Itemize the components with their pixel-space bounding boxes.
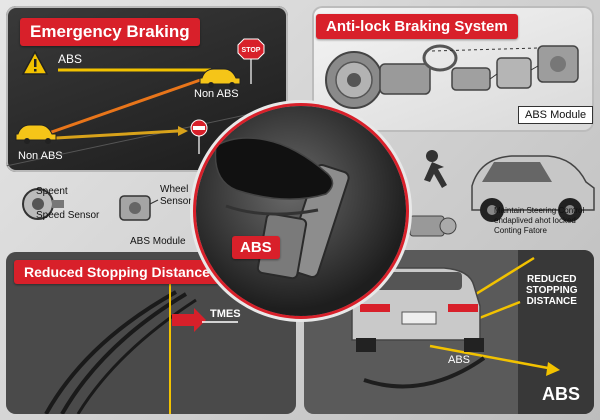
warning-icon xyxy=(21,50,49,75)
non-abs-bottom-arrow xyxy=(55,129,179,140)
person-icon xyxy=(424,150,447,188)
yellow-arrow xyxy=(429,344,549,370)
no-entry-sign-icon xyxy=(190,119,208,154)
abs-module-callout: ABS Module xyxy=(518,106,594,124)
engine-parts-icon xyxy=(409,215,457,237)
car-icon-top xyxy=(199,68,241,88)
shoe-icon xyxy=(214,137,334,216)
non-abs-bottom-label: Non ABS xyxy=(18,150,63,162)
sensor-graphic xyxy=(22,188,159,221)
car-icon-bottom xyxy=(15,124,57,144)
antilock-title: Anti-lock Braking System xyxy=(316,14,518,39)
skid-mark xyxy=(60,292,188,414)
skid-mark xyxy=(44,290,177,414)
emergency-braking-panel: STOP Emergency Braking ABS Non ABS Non A… xyxy=(6,6,288,172)
skid-mark xyxy=(363,356,486,389)
pedal-icon xyxy=(256,163,350,280)
stopping-distance-title: Reduced Stopping Distance xyxy=(14,260,220,284)
antilock-panel: Anti-lock Braking System ABS Module xyxy=(312,6,594,132)
steering-scene: Maintain Steering Control endaplived aho… xyxy=(402,132,598,252)
pedal-graphic xyxy=(214,137,350,280)
brake-disc-icon xyxy=(325,51,383,109)
abs-path-label: ABS xyxy=(58,52,83,66)
skid-mark xyxy=(76,298,197,414)
stop-sign-text: STOP xyxy=(242,47,261,54)
steering-graphic xyxy=(409,150,595,237)
speed-sensor-label: Speed Sensor xyxy=(36,210,100,221)
steering-column-icon xyxy=(379,44,458,95)
emergency-braking-title: Emergency Braking xyxy=(20,18,200,46)
non-abs-top-label: Non ABS xyxy=(194,88,239,100)
rear-abs-label: ABS xyxy=(448,354,471,366)
car-icon xyxy=(471,155,595,222)
red-arrow-icon xyxy=(172,308,206,332)
center-abs-badge: ABS xyxy=(232,236,280,259)
steering-caption: Maintain Steering Control endaplived aho… xyxy=(494,206,585,235)
speent-label: Speent xyxy=(36,186,68,197)
stop-sign-icon: STOP xyxy=(237,38,265,84)
arrow-head xyxy=(546,362,560,376)
tmes-label: TMES xyxy=(210,308,241,320)
abs-components-graphic xyxy=(325,44,579,109)
rear-braking-graphic xyxy=(304,250,594,414)
non-abs-path-arrow xyxy=(45,76,207,136)
rear-braking-panel: REDUCED STOPPING DISTANCE ABS ABS xyxy=(304,250,594,414)
speed-sensor-icon xyxy=(22,188,64,220)
sensor-components: Speent Speed Sensor Wheel Sensor ABS Mod… xyxy=(10,176,200,254)
car-rear-icon xyxy=(351,267,484,352)
arrow-head xyxy=(178,126,188,136)
wheel-sensor-label: Wheel Sensor xyxy=(160,184,192,207)
abs-module-sensor-label: ABS Module xyxy=(130,236,186,247)
center-pedal-circle: ABS xyxy=(196,106,406,316)
reduced-stopping-label: REDUCED STOPPING DISTANCE xyxy=(526,274,578,307)
road-line xyxy=(6,105,288,167)
wheel-sensor-icon xyxy=(119,195,159,221)
emergency-braking-graphic: STOP xyxy=(6,38,288,167)
rear-abs-big-label: ABS xyxy=(542,384,581,404)
abs-module-parts-icon xyxy=(431,45,579,91)
